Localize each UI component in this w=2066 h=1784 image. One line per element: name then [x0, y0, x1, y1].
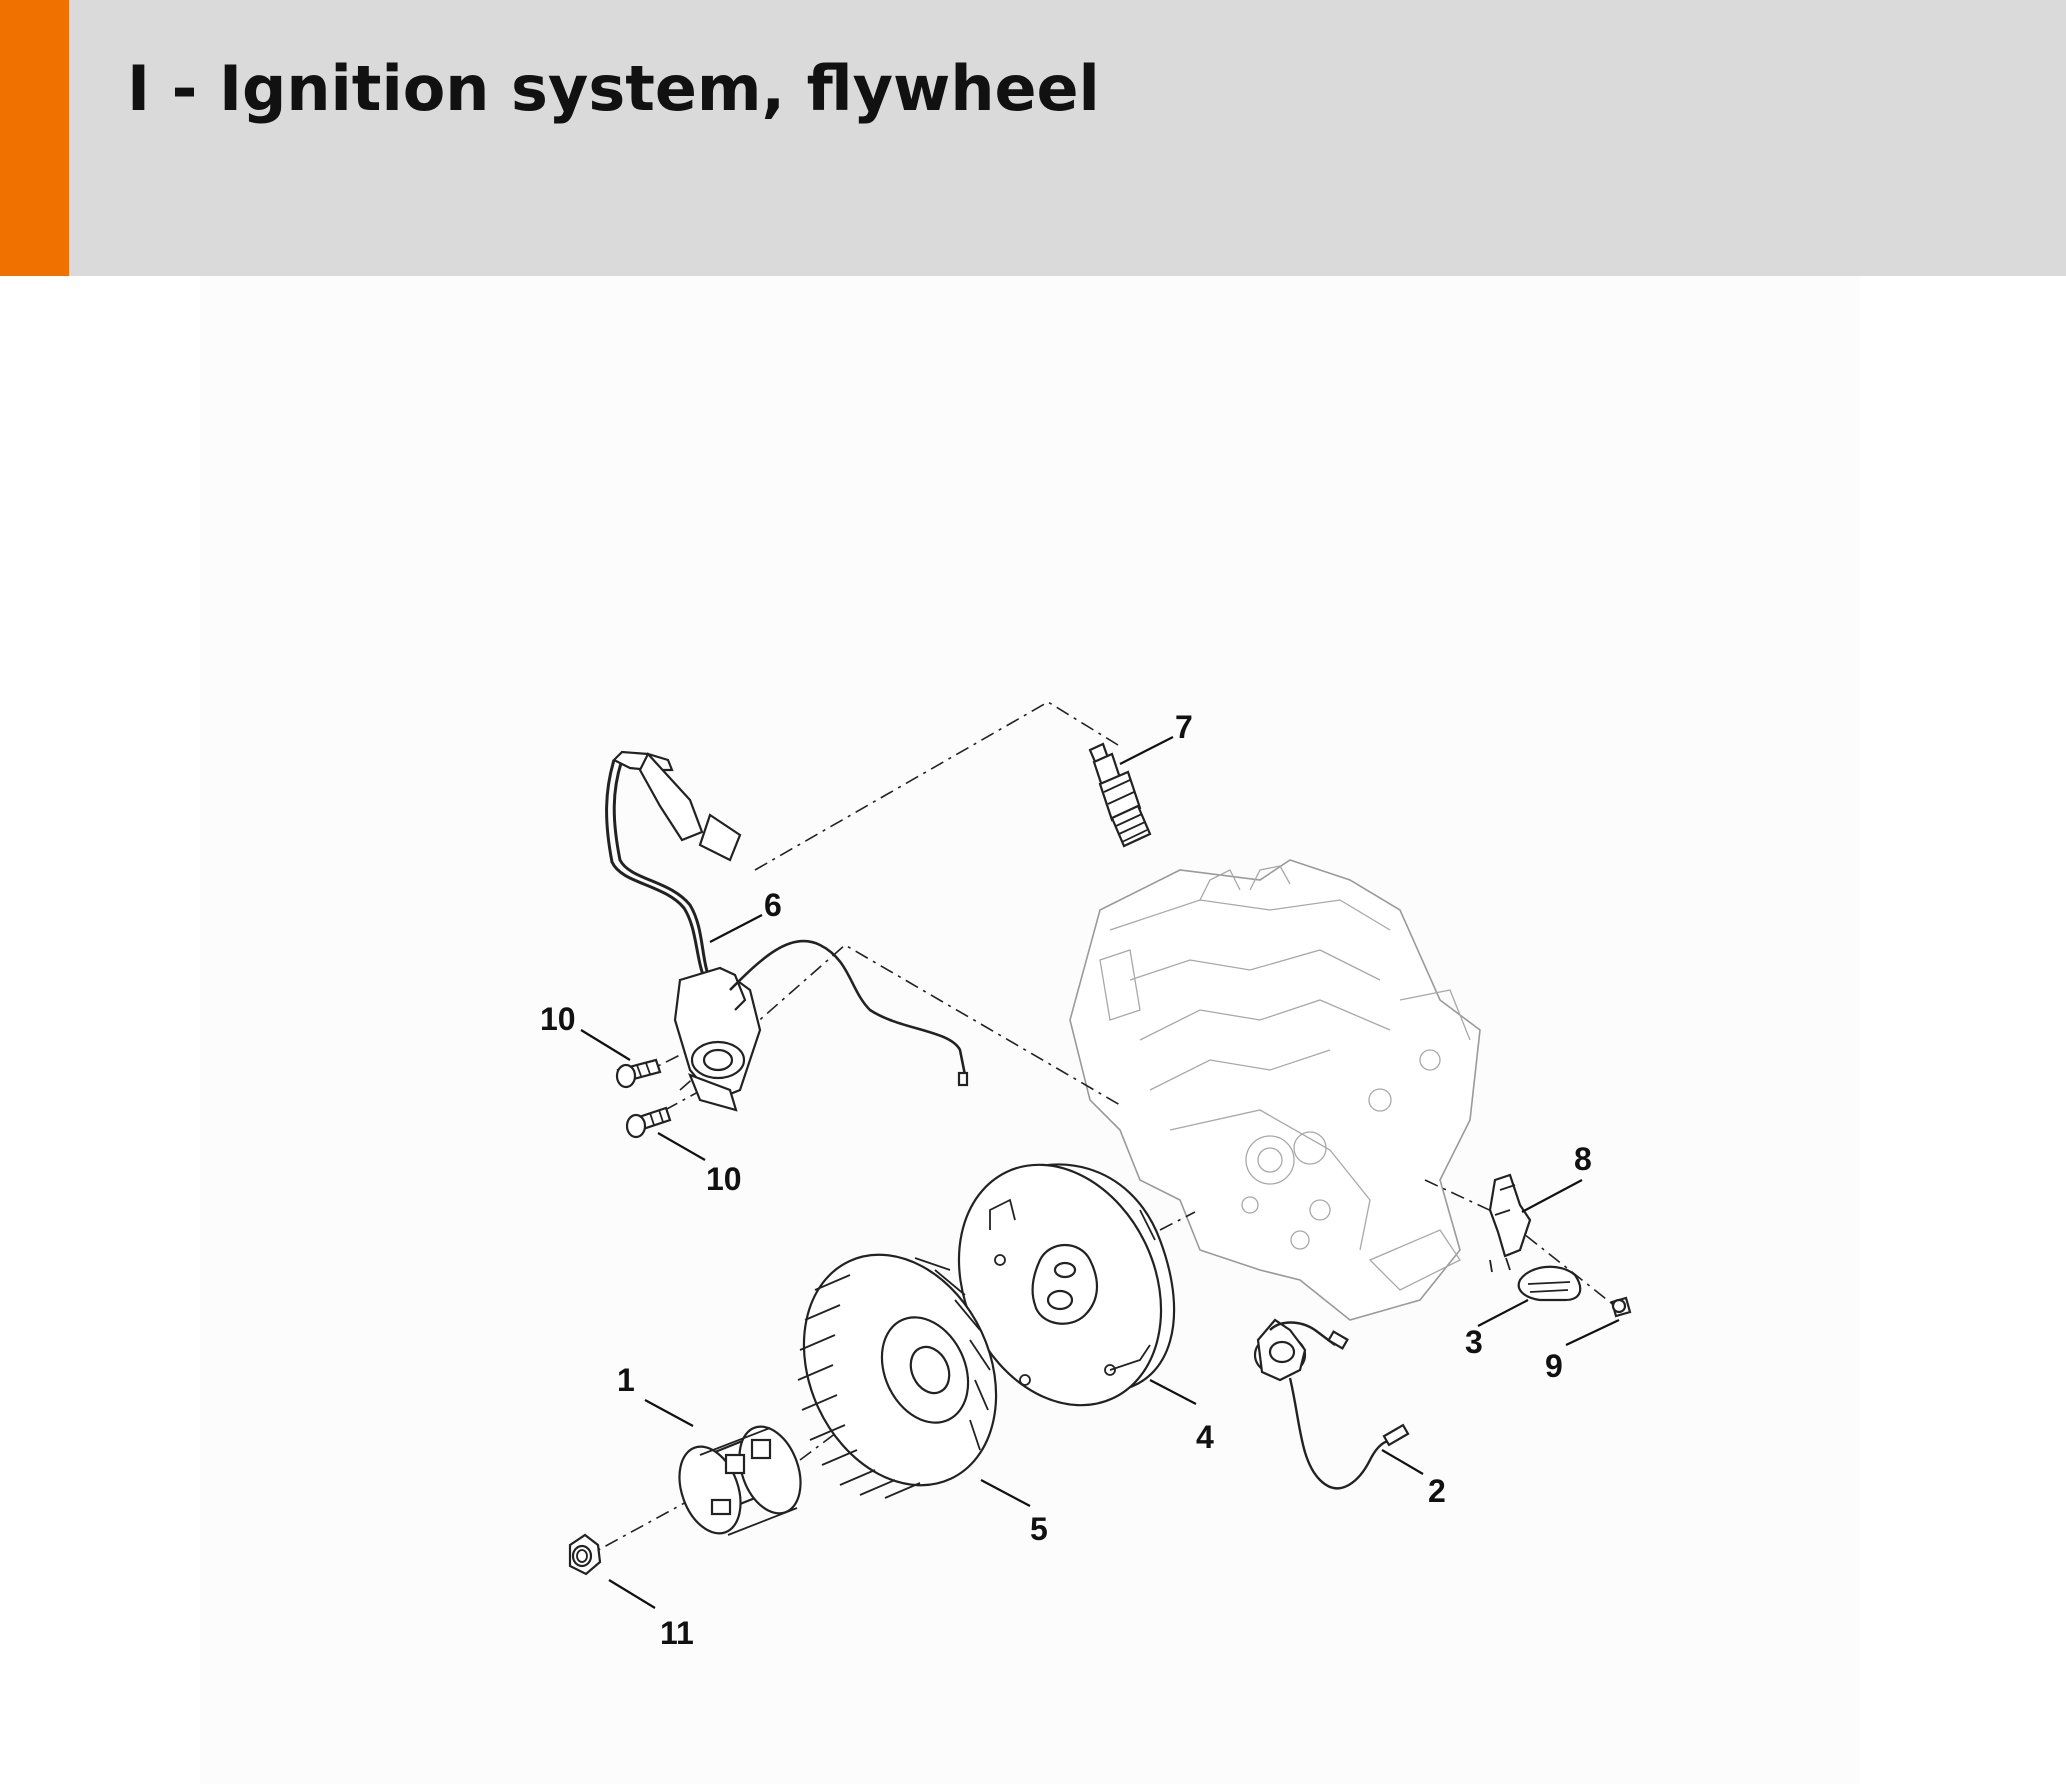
ignition-module — [605, 750, 969, 1112]
callout-8: 8 — [1574, 1141, 1592, 1177]
callout-10-bottom: 10 — [706, 1161, 742, 1197]
page-header: I - Ignition system, flywheel — [0, 0, 2066, 276]
callout-2: 2 — [1428, 1473, 1446, 1509]
callout-6: 6 — [764, 887, 782, 923]
screw-bottom — [625, 1106, 672, 1139]
small-screw — [1610, 1296, 1632, 1318]
cooling-fan — [797, 1253, 998, 1499]
spark-plug — [1088, 742, 1152, 848]
page-title: I - Ignition system, flywheel — [127, 52, 1100, 125]
callout-11: 11 — [660, 1615, 694, 1651]
cable-clip — [1517, 1265, 1582, 1302]
flywheel — [957, 1163, 1176, 1407]
callout-3: 3 — [1465, 1324, 1483, 1360]
callout-5: 5 — [1030, 1511, 1048, 1547]
accent-bar — [0, 0, 69, 276]
callout-7: 7 — [1175, 709, 1193, 745]
flywheel-nut — [568, 1533, 602, 1576]
leader-lines — [580, 736, 1620, 1609]
callout-4: 4 — [1196, 1419, 1214, 1455]
callout-1: 1 — [617, 1362, 635, 1398]
screw-top — [615, 1058, 662, 1089]
wire-bracket — [1488, 1173, 1532, 1273]
callout-10-top: 10 — [540, 1001, 576, 1037]
callout-labels: 7 6 10 10 8 3 9 1 4 5 2 11 — [540, 709, 1592, 1651]
diagram-background — [200, 276, 1860, 1784]
callout-9: 9 — [1545, 1348, 1563, 1384]
starter-cup — [678, 1425, 802, 1536]
stop-switch — [1253, 1318, 1410, 1490]
engine-crankcase — [1069, 859, 1481, 1321]
